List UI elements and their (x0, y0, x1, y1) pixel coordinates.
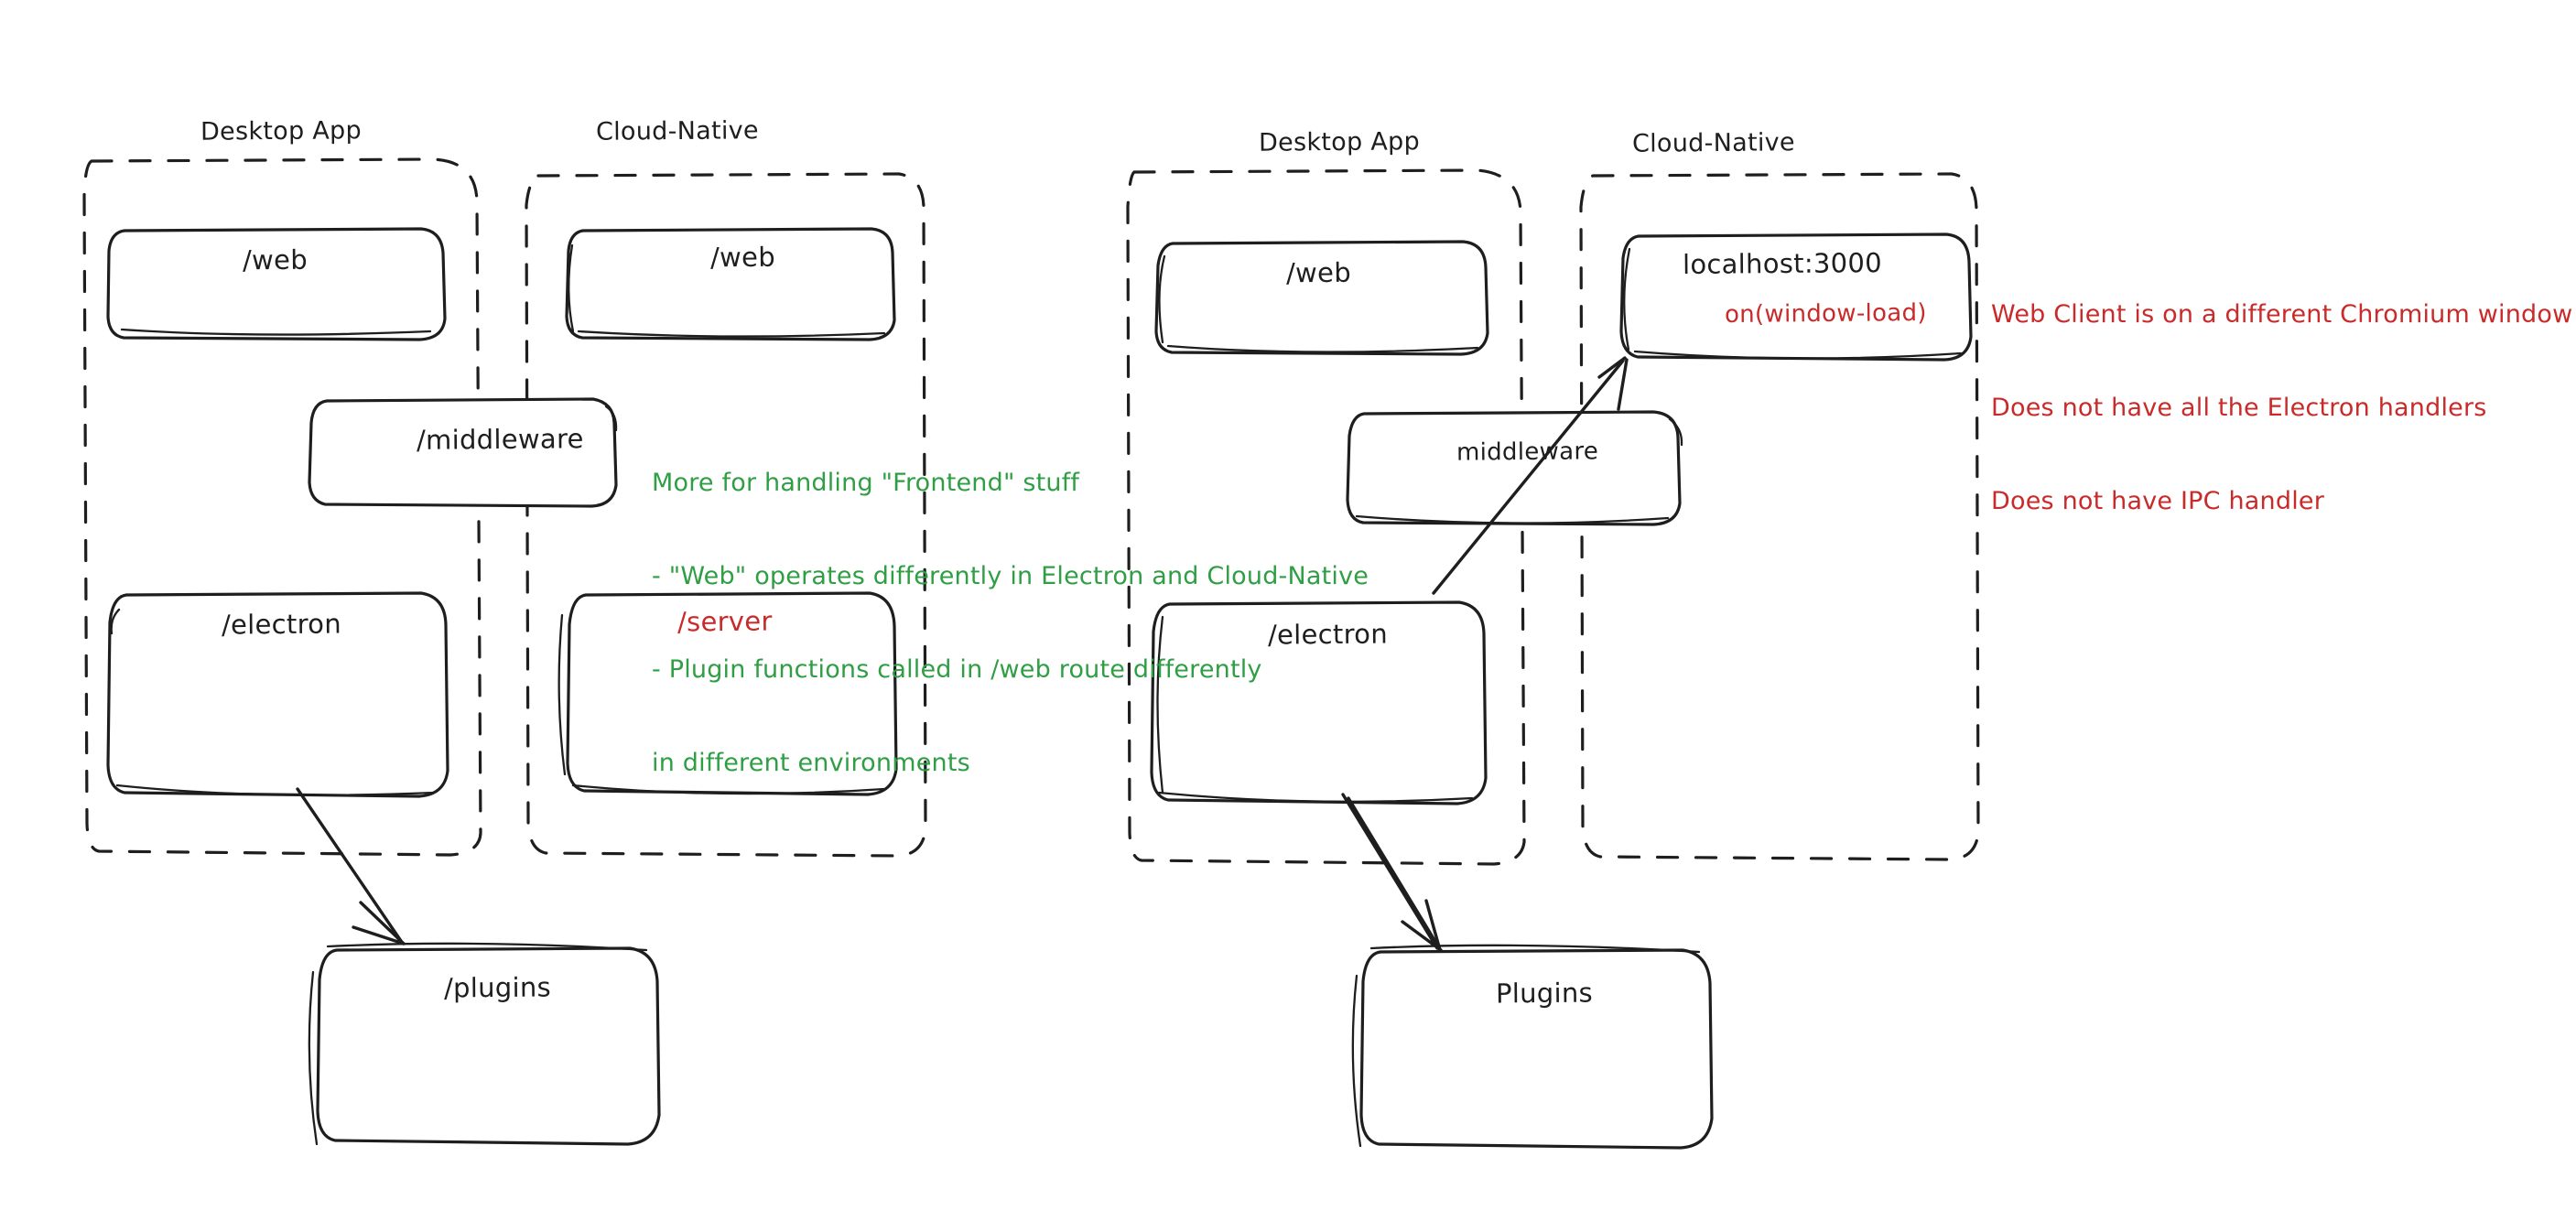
node-right-plugins (1351, 944, 1714, 1150)
node-label-right-localhost: localhost:3000 (1682, 247, 1883, 280)
node-left-desktop-web (106, 227, 447, 341)
node-left-plugins (308, 942, 661, 1146)
node-label-left-middleware: /middleware (416, 423, 584, 456)
node-right-desktop-web (1154, 240, 1489, 356)
annotation-red-line-1: Web Client is on a different Chromium wi… (1991, 300, 2573, 329)
node-label-left-cloud-web: /web (709, 241, 776, 274)
annotation-red-webclient-note: Web Client is on a different Chromium wi… (1991, 237, 2572, 548)
arrow-right-electron-to-localhost (1432, 356, 1629, 595)
node-label-left-desktop-web: /web (242, 243, 308, 276)
node-left-server (557, 591, 898, 796)
annotation-red-line-3: Does not have IPC handler (1991, 487, 2325, 515)
node-right-electron (1150, 600, 1488, 805)
node-label-right-desktop-web: /web (1285, 256, 1352, 289)
node-label-right-middleware: middleware (1456, 438, 1599, 467)
group-title-right-desktop-app: Desktop App (1258, 127, 1421, 157)
annotation-green-line-3: - Plugin functions called in /web route … (652, 655, 1262, 684)
node-label-right-plugins: Plugins (1495, 977, 1594, 1010)
annotation-green-line-2: - "Web" operates differently in Electron… (652, 562, 1369, 590)
group-left-cloud-native (525, 172, 927, 858)
node-sublabel-right-localhost-onwindowload: on(window-load) (1724, 299, 1927, 329)
annotation-green-line-1: More for handling "Frontend" stuff (652, 469, 1080, 497)
arrow-right-electron-to-plugins (1341, 793, 1443, 952)
node-left-middleware (308, 397, 618, 508)
arrow-left-electron-to-plugins (296, 787, 406, 946)
node-left-electron (106, 591, 449, 798)
annotation-red-line-2: Does not have all the Electron handlers (1991, 394, 2487, 422)
annotation-green-line-4: in different environments (652, 749, 970, 777)
group-title-right-cloud-native: Cloud-Native (1631, 128, 1796, 158)
group-left-desktop-app (82, 157, 482, 857)
node-right-localhost (1619, 232, 1973, 362)
node-label-left-electron: /electron (221, 608, 342, 641)
group-right-desktop-app (1126, 168, 1526, 866)
node-label-left-plugins: /plugins (443, 971, 552, 1004)
group-title-left-cloud-native: Cloud-Native (595, 116, 760, 146)
group-right-cloud-native (1579, 172, 1980, 861)
group-title-left-desktop-app: Desktop App (200, 116, 363, 146)
node-left-cloud-web (565, 227, 896, 341)
annotation-green-frontend-note: More for handling "Frontend" stuff - "We… (652, 405, 1369, 810)
node-right-middleware (1346, 410, 1683, 526)
